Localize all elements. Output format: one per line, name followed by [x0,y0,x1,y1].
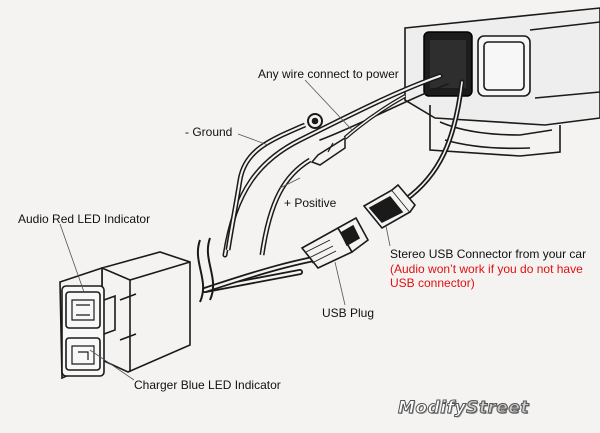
stereo-usb-connector [362,183,417,230]
label-warning-line2: USB connector) [390,276,475,290]
logo-part-2: Street [466,398,530,419]
label-power-wire: Any wire connect to power [258,67,399,81]
label-stereo-usb: Stereo USB Connector from your car [390,247,587,261]
cable-break-mark [196,237,215,303]
logo-part-1: Modify [397,398,467,419]
modifystreet-logo: ModifyStreet [397,398,530,419]
ground-wire [225,113,323,251]
leader-lines [59,79,391,381]
label-charger-led: Charger Blue LED Indicator [134,378,281,392]
label-warning-line1: (Audio won’t work if you do not have [390,262,583,276]
label-audio-led: Audio Red LED Indicator [18,212,151,226]
stereo-usb-cable [402,79,465,203]
label-usb-plug: USB Plug [322,306,375,320]
positive-wire [259,94,406,256]
switch-module [59,251,191,380]
usb-plug [300,216,370,269]
label-ground: - Ground [185,125,233,139]
label-positive: + Positive [284,196,337,210]
